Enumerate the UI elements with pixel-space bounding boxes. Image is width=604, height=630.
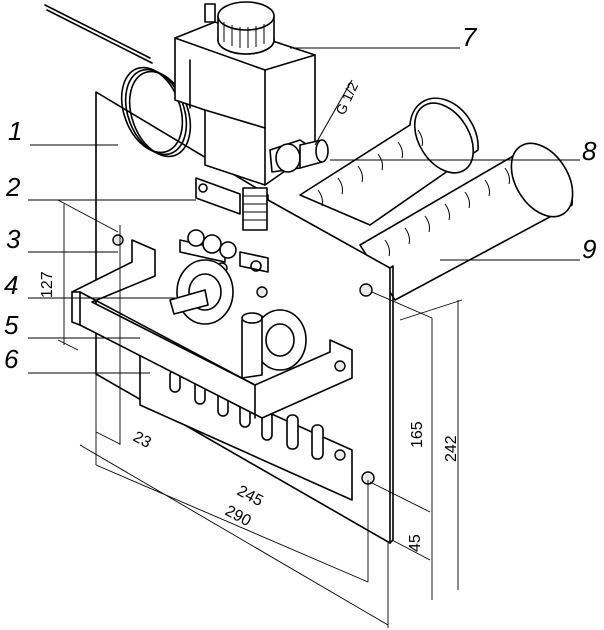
- burner-tube-upper: [299, 97, 479, 226]
- dimension-lines: [57, 199, 463, 628]
- callout-9: 9: [582, 234, 596, 264]
- burner-tubes: [299, 97, 574, 301]
- panel-slots: [169, 369, 324, 460]
- dim-23: 23: [130, 429, 154, 452]
- burner-heads: [169, 259, 307, 379]
- pilot-fittings: [112, 229, 269, 274]
- callout-1: 1: [8, 116, 22, 146]
- thread-label: G 1/2: [332, 79, 361, 117]
- dim-242: 242: [443, 435, 460, 462]
- support-bracket: [71, 239, 353, 419]
- callout-labels: 1 2 3 4 5 6 7 8 9: [4, 22, 597, 374]
- callout-4: 4: [4, 270, 18, 300]
- plate-hole-upper: [359, 283, 373, 297]
- dim-127: 127: [39, 271, 56, 298]
- dim-45: 45: [407, 534, 424, 552]
- burner-tube-lower: [359, 142, 574, 301]
- dim-165: 165: [409, 421, 426, 448]
- callout-2: 2: [5, 172, 21, 202]
- dim-245: 245: [234, 483, 266, 511]
- callout-5: 5: [4, 310, 19, 340]
- callout-7: 7: [462, 22, 478, 52]
- gas-control-valve: [174, 1, 329, 231]
- callout-3: 3: [6, 224, 21, 254]
- callout-leaders: [28, 47, 580, 374]
- slotted-panel: [139, 354, 353, 501]
- callout-8: 8: [582, 136, 597, 166]
- callout-6: 6: [4, 344, 19, 374]
